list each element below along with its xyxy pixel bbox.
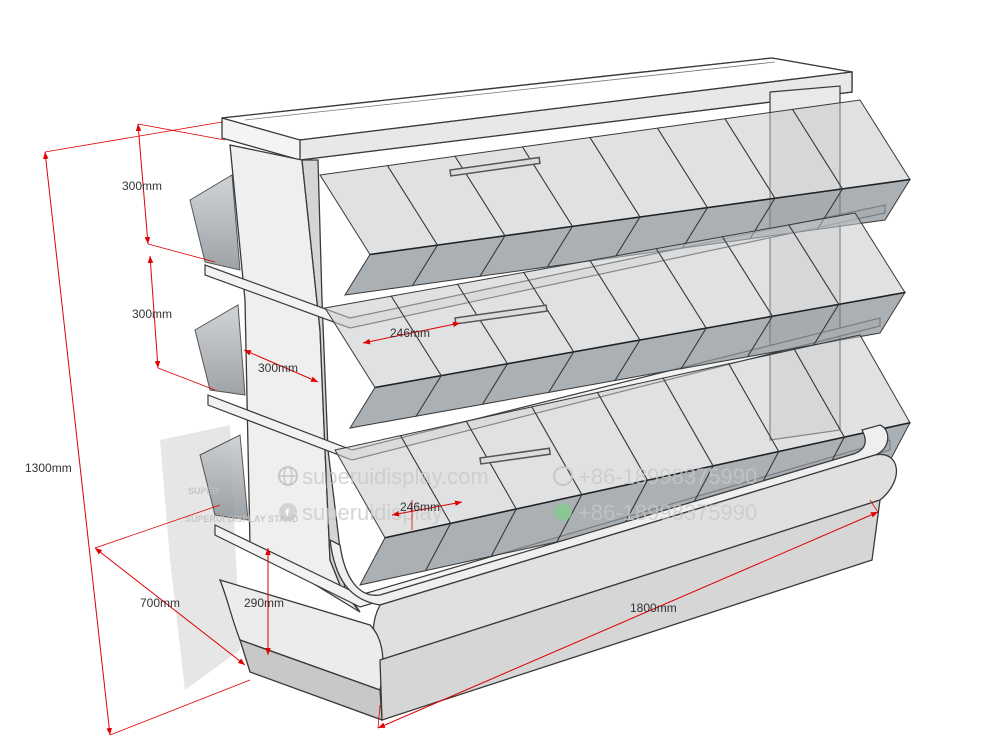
bin-lip-3-6 [712, 450, 779, 467]
bin-lip-2-1 [374, 374, 442, 389]
bin-lip-2-6 [706, 315, 773, 329]
label-overall-height: 1300mm [25, 461, 72, 475]
watermark-phone-2: +86-18998375990 [578, 500, 757, 525]
bin-lip-1-8 [842, 178, 911, 190]
bin-lip-3-7 [778, 436, 845, 453]
phone-icon [553, 466, 573, 486]
label-shelf-gap-top: 300mm [122, 179, 162, 193]
label-side-bin: 300mm [258, 361, 298, 375]
bin-lip-2-7 [772, 303, 839, 318]
dimension-lines [42, 121, 879, 736]
bin-lip-1-4 [572, 216, 641, 228]
bin-lip-2-4 [573, 339, 641, 353]
bin-lip-1-1 [369, 244, 438, 256]
label-rails [449, 156, 552, 465]
dimension-labels: 1300mm 700mm 1800mm 290mm 300mm 300mm 30… [25, 179, 677, 615]
bin-lip-2-5 [639, 327, 707, 341]
bin-lip-3-5 [647, 465, 714, 482]
label-shelf-gap-middle: 300mm [132, 307, 172, 321]
bin-lip-3-4 [581, 479, 648, 496]
watermark-phone: +86-18998375990 [578, 464, 757, 489]
bin-lip-2-3 [507, 351, 574, 365]
label-depth: 700mm [140, 596, 180, 610]
watermark-brand: SUPER [188, 486, 220, 496]
label-base-height: 290mm [244, 596, 284, 610]
watermark-brand-full: SUPERUI DISPLAY STAND [185, 514, 299, 524]
bin-lip-1-2 [437, 234, 506, 246]
svg-text:f: f [285, 506, 290, 521]
facebook-icon [279, 503, 297, 521]
left-side-bins [189, 174, 249, 521]
bin-lip-2-2 [441, 362, 508, 377]
bin-lip-1-3 [504, 225, 573, 237]
bin-lip-1-5 [639, 206, 708, 218]
whatsapp-icon [554, 503, 572, 521]
label-bin-width-middle: 246mm [390, 326, 430, 340]
label-bin-width-bottom: 246mm [400, 500, 440, 514]
bin-lip-3-3 [516, 493, 583, 510]
bin-lip-2-8 [838, 291, 906, 306]
bin-lip-1-7 [774, 188, 843, 200]
cabinet-top [221, 57, 853, 161]
watermark-website: superuidisplay.com [302, 464, 489, 489]
bin-lip-1-6 [707, 197, 776, 209]
label-length: 1800mm [630, 601, 677, 615]
